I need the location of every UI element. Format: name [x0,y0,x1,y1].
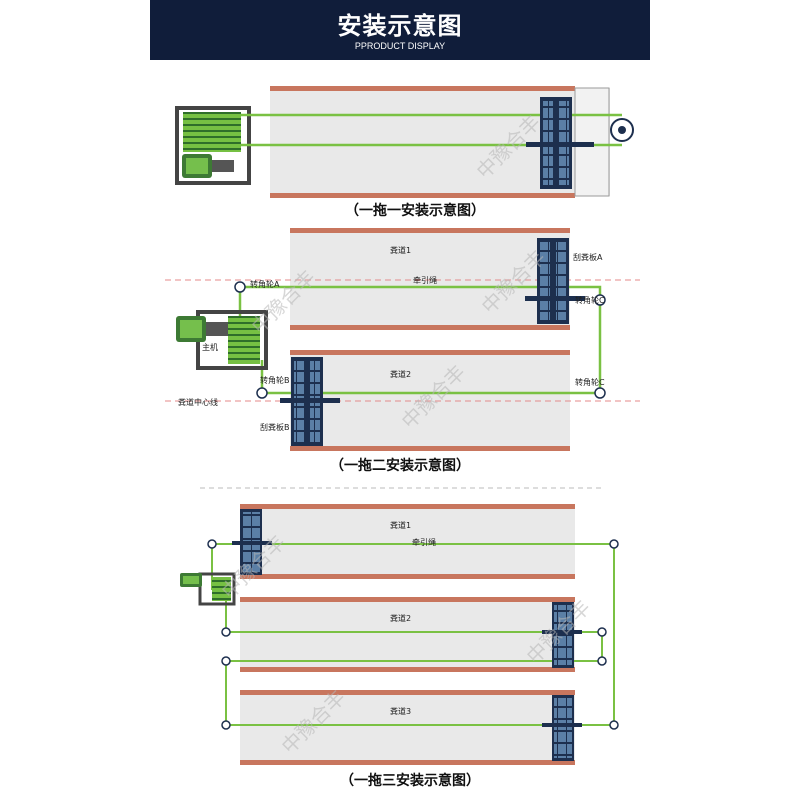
lane-edge-bottom [270,193,575,198]
lane-1-edge-top [290,228,570,233]
pulley [597,627,607,637]
scraper-3 [542,695,582,761]
lane-1-edge-top [240,504,575,509]
scraper-plate [526,97,594,189]
rope-label: 牵引绳 [412,537,436,547]
diagram-one-to-two: 主机 粪道1 粪道2 牵引绳 刮粪板A 刮粪板B 转角轮A 转角轮B 转角轮C … [165,228,640,474]
rope-label: 牵引绳 [413,275,437,285]
lane-3-edge-top [240,690,575,695]
lane-2-edge-bottom [290,446,570,451]
pulley-b [256,387,268,399]
lane-1-edge-bottom [240,574,575,579]
lane-2-label: 粪道2 [390,613,411,623]
pulley [207,539,217,549]
pulley-c [594,294,606,306]
pulley [609,720,619,730]
pulley [221,720,231,730]
diagram-one-to-three: 粪道1 牵引绳 粪道2 粪道3 中豫合丰 中豫合丰 中豫合丰 （一拖三安装示意图… [180,504,619,789]
pulley-b-label: 转角轮B [260,375,290,385]
scraper-a [525,238,585,324]
drive-machine [175,106,251,185]
pulley [597,656,607,666]
diagram-one-to-one: 中豫合丰 （一拖一安装示意图） [175,86,634,219]
scraper-1 [232,509,272,575]
lane-2 [240,599,575,669]
scraper-b [280,357,340,446]
scraper-2 [542,602,582,668]
page-subtitle: PPRODUCT DISPLAY [354,41,446,51]
pulley-a-label: 转角轮A [250,279,280,289]
lane-2-edge-top [290,350,570,355]
lane-1 [240,506,575,576]
lane-2-edge-top [240,597,575,602]
lane-3-label: 粪道3 [390,706,411,716]
page-title: 安装示意图 [337,12,463,40]
lane-1-label: 粪道1 [390,245,411,255]
pulley [221,656,231,666]
lane-1 [290,230,570,327]
host-machine [176,310,268,370]
host-label: 主机 [202,342,218,352]
pulley-a [234,281,246,293]
lane-1-edge-bottom [290,325,570,330]
lane-2-edge-bottom [240,667,575,672]
pulley-c-lower-label: 转角轮C [575,377,605,387]
lane-3-edge-bottom [240,760,575,765]
lane-1-label: 粪道1 [390,520,411,530]
lane-2-label: 粪道2 [390,369,411,379]
pulley [221,627,231,637]
pulley [609,539,619,549]
caption-one-to-one: （一拖一安装示意图） [345,202,485,219]
caption-one-to-two: （一拖二安装示意图） [330,457,470,474]
pulley-c-label: 转角轮C [575,295,605,305]
drive-machine [180,572,236,606]
lane-edge-top [270,86,575,91]
scraper-a-label: 刮粪板A [573,252,603,262]
centerline-label: 粪道中心线 [178,397,218,407]
lane-3 [240,692,575,762]
pulley-c-lower [594,387,606,399]
page-header: 安装示意图 PPRODUCT DISPLAY [150,0,650,60]
scraper-b-label: 刮粪板B [260,422,290,432]
caption-one-to-three: （一拖三安装示意图） [340,772,480,789]
